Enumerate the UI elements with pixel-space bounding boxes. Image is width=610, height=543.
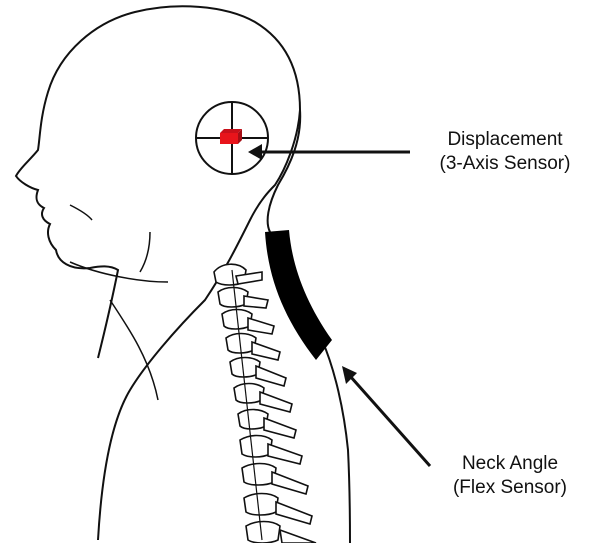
neck-angle-label: Neck Angle (Flex Sensor) [412,452,608,500]
flex-sensor-band [265,230,332,360]
neck-angle-label-line2: (Flex Sensor) [412,476,608,500]
displacement-arrow [248,144,410,160]
jaw-line [70,262,168,282]
displacement-label-line1: Displacement [405,128,605,152]
displacement-label: Displacement (3-Axis Sensor) [405,128,605,176]
neck-angle-label-line1: Neck Angle [412,452,608,476]
face-detail-line [70,205,92,220]
three-axis-sensor-icon [220,129,242,144]
displacement-label-line2: (3-Axis Sensor) [405,152,605,176]
ear-curve [140,232,150,272]
neck-angle-arrow [342,366,430,466]
